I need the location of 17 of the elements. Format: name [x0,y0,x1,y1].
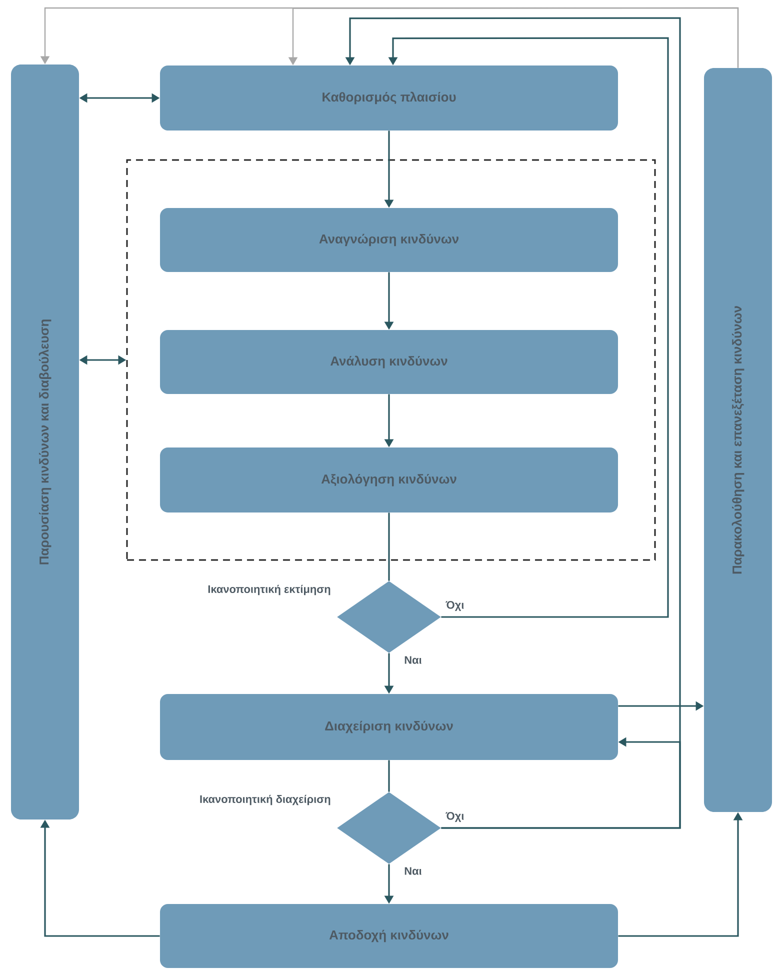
condition-label: Ικανοποιητική διαχείριση [200,794,330,806]
edge-label: Ναι [403,866,423,876]
process-box: Αξιολόγηση κινδύνων [160,448,618,512]
process-box: Διαχείριση κινδύνων [160,694,618,760]
process-box: Παρουσίαση κινδύνων και διαβούλευση [11,64,79,820]
decision-diamond [337,792,441,864]
edge-label: Ναι [403,655,423,665]
dashed-frame [126,159,656,561]
edge-label: Όχι [444,811,466,823]
edge-label: Όχι [444,600,466,612]
process-box: Ανάλυση κινδύνων [160,330,618,394]
decision-diamond [337,581,441,653]
process-box: Καθορισμός πλαισίου [160,66,618,130]
process-box: Αναγνώριση κινδύνων [160,208,618,272]
process-box: Παρακολούθηση και επανεξέταση κινδύνων [704,68,772,812]
condition-label: Ικανοποιητική εκτίμηση [208,584,330,596]
process-box: Αποδοχή κινδύνων [160,904,618,968]
